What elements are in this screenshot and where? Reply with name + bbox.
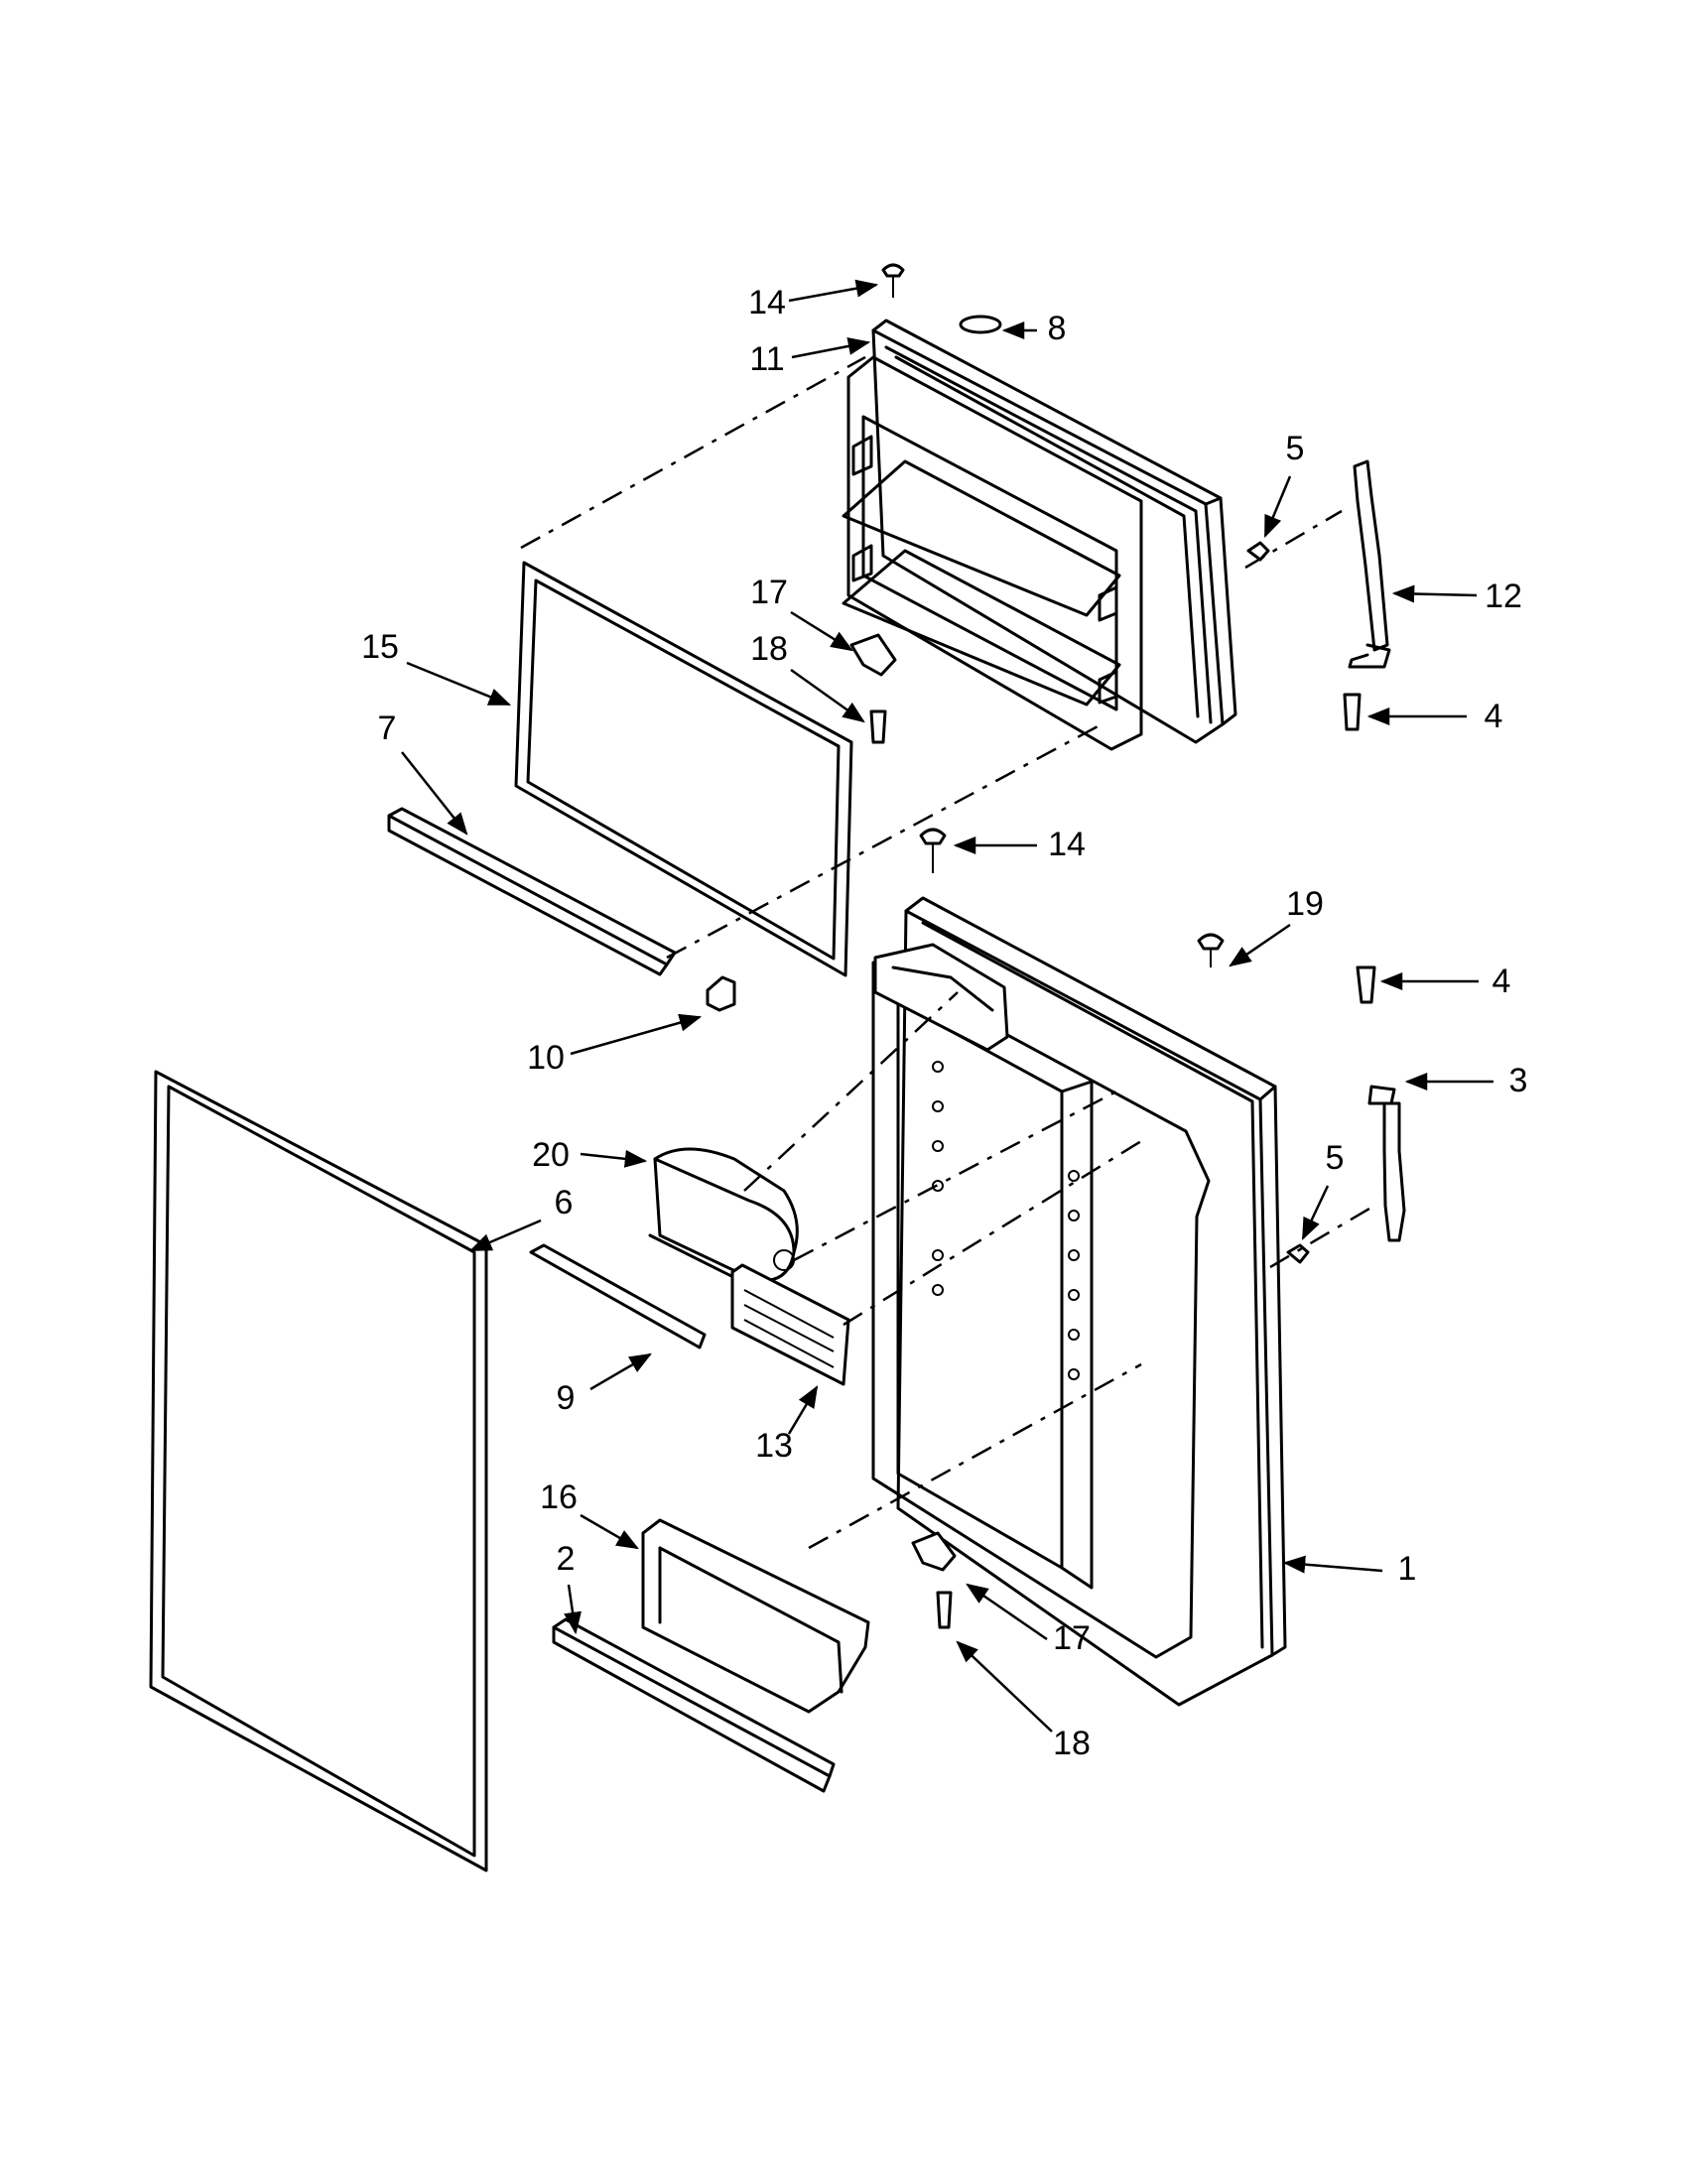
callout-2: 2: [557, 1540, 576, 1578]
door-shelf-retainer: [529, 1243, 707, 1349]
callout-13: 13: [755, 1427, 793, 1465]
callout-5-top: 5: [1286, 430, 1305, 467]
callout-4-lower: 4: [1492, 963, 1511, 1000]
freezer-door: [842, 319, 1237, 751]
door-bin: [641, 1518, 870, 1714]
callout-19: 19: [1286, 885, 1324, 923]
screws-and-caps: [849, 263, 1376, 1629]
callout-12: 12: [1485, 578, 1522, 615]
freezer-shelf-clip: [706, 975, 736, 1012]
freezer-door-gasket: [514, 561, 853, 977]
callout-18-top: 18: [750, 630, 788, 668]
callout-14-mid: 14: [1048, 826, 1086, 863]
callout-15: 15: [361, 628, 399, 666]
callout-9: 9: [557, 1379, 576, 1417]
callout-17-top: 17: [750, 574, 788, 611]
callout-18-lower: 18: [1053, 1725, 1091, 1762]
dairy-door: [648, 1147, 799, 1304]
callout-10: 10: [527, 1039, 565, 1077]
utility-compartment-door: [730, 1263, 850, 1386]
callout-17-lower: 17: [1053, 1619, 1091, 1657]
callout-7: 7: [378, 709, 397, 747]
callout-5-lower: 5: [1326, 1139, 1345, 1177]
callout-6: 6: [555, 1184, 574, 1221]
callout-3: 3: [1509, 1062, 1528, 1099]
callout-1: 1: [1398, 1550, 1417, 1588]
callout-labels: 14 11 8 5 12 17 18 4 15 7 14 19 4 3 10 2…: [361, 279, 1528, 1762]
refrigerator-door-gasket: [149, 1070, 488, 1872]
callout-8: 8: [1048, 310, 1067, 347]
callout-16: 16: [540, 1478, 578, 1516]
upper-door-hinge: [1348, 459, 1391, 669]
freezer-shelf-retainer: [387, 807, 677, 976]
refrigerator-door: [871, 896, 1287, 1707]
callout-4-top: 4: [1485, 698, 1503, 735]
callout-14-top: 14: [748, 284, 786, 321]
assembly-guide-lines: [520, 355, 1375, 1550]
door-bin-retainer: [552, 1617, 836, 1793]
callout-20: 20: [532, 1136, 570, 1174]
callout-11: 11: [749, 340, 784, 378]
lower-door-hinge: [1367, 1085, 1406, 1242]
